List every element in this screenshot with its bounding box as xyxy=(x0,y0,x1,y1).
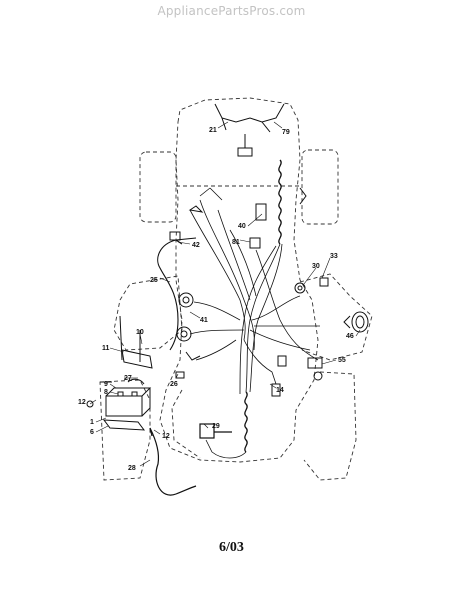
callout-21: 21 xyxy=(209,127,217,134)
callout-27: 27 xyxy=(124,375,132,382)
components-right xyxy=(249,187,369,397)
callout-41: 41 xyxy=(200,317,208,324)
callout-9: 9 xyxy=(104,381,108,388)
callout-79: 79 xyxy=(282,129,290,136)
top-connector xyxy=(214,103,285,157)
callout-8: 8 xyxy=(104,389,108,396)
callout-labels: 21 79 40 42 81 33 30 25 41 10 11 27 9 8 … xyxy=(78,127,354,472)
watermark: AppliancePartsPros.com xyxy=(157,4,306,18)
callout-33: 33 xyxy=(330,253,338,260)
callout-46: 46 xyxy=(346,333,354,340)
harness-coil xyxy=(244,159,282,453)
leader-lines xyxy=(89,121,361,467)
callout-29: 29 xyxy=(212,423,220,430)
callout-1: 1 xyxy=(90,419,94,426)
callout-25: 25 xyxy=(150,277,158,284)
callout-81: 81 xyxy=(232,239,240,246)
callout-14: 14 xyxy=(276,387,284,394)
date-code: 6/03 xyxy=(219,540,244,555)
callout-28: 28 xyxy=(128,465,136,472)
tractor-outline xyxy=(99,97,373,481)
callout-12-top: 12 xyxy=(78,399,86,406)
callout-42: 42 xyxy=(192,242,200,249)
cable-28-29 xyxy=(149,423,232,496)
callout-40: 40 xyxy=(238,223,246,230)
callout-26: 26 xyxy=(170,381,178,388)
callout-12-bottom: 12 xyxy=(162,433,170,440)
components-left xyxy=(169,205,204,379)
callout-10: 10 xyxy=(136,329,144,336)
callout-30: 30 xyxy=(312,263,320,270)
callout-6: 6 xyxy=(90,429,94,436)
harness-wires xyxy=(189,187,320,459)
callout-11: 11 xyxy=(102,345,110,352)
callout-55: 55 xyxy=(338,357,346,364)
